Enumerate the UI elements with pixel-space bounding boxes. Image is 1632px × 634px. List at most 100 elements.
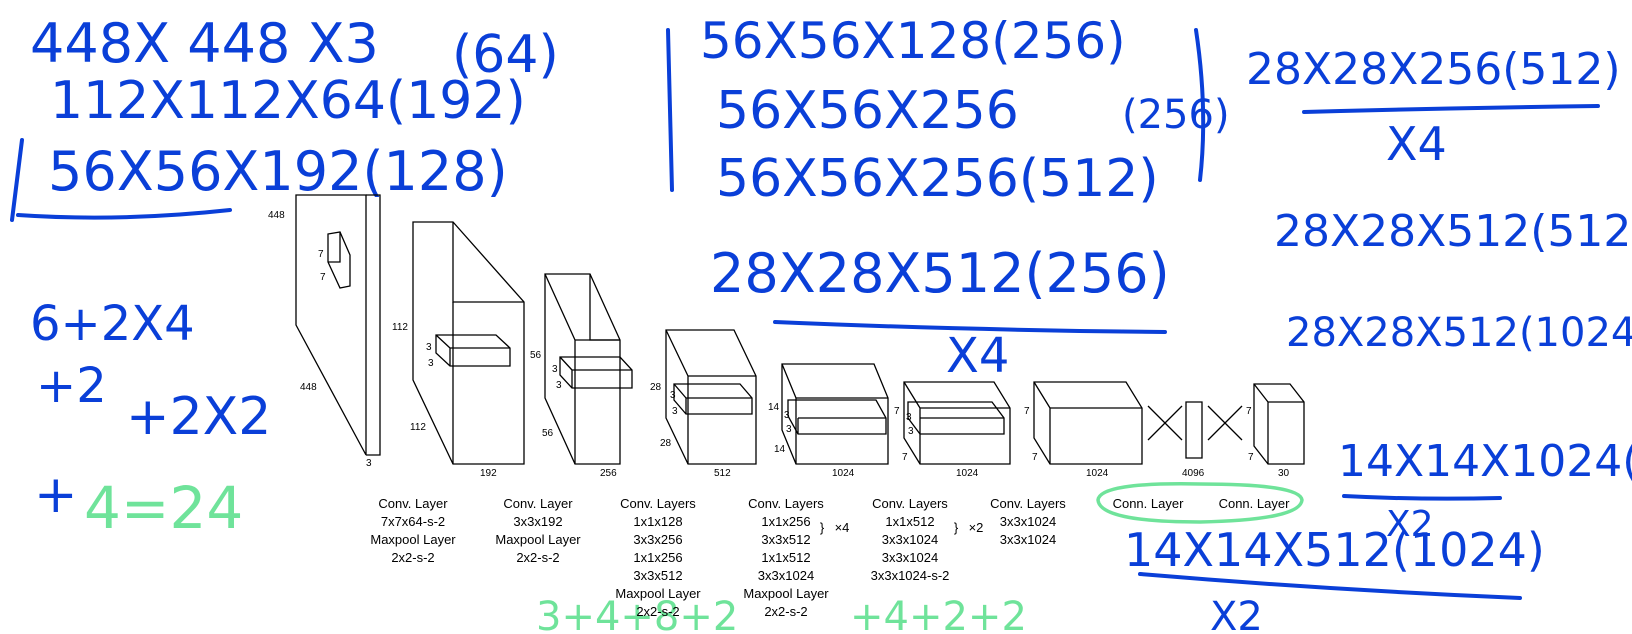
caption-3-line-2: 1x1x128	[633, 514, 682, 529]
note-bottom-sum-2: +4+2+2	[850, 594, 1027, 634]
caption-5-line-5: 3x3x1024-s-2	[871, 568, 950, 583]
kernel-7a: 7	[318, 249, 324, 260]
note-input-size: 448X 448 X3	[30, 12, 379, 75]
note-filters-256: (256)	[1122, 92, 1230, 138]
conv-block-112: 112 112 192 3 3	[392, 221, 525, 479]
handwritten-notes-middle: 56X56X128(256) 56X56X256 (256) 56X56X256…	[700, 12, 1230, 384]
caption-block-6: Conv. Layers 3x3x1024 3x3x1024	[990, 496, 1066, 547]
output-block: 7 7 30	[1246, 383, 1305, 479]
fc-connections: 4096	[1147, 401, 1243, 479]
note-layer-14x1024: 14X14X1024(512)	[1338, 436, 1632, 487]
note-layer-28x512: 28X28X512(256)	[710, 242, 1170, 305]
handwritten-notes-left: 448X 448 X3 (64) 112X112X64(192) 56X56X1…	[10, 12, 674, 542]
dim-7f: 7	[1248, 452, 1254, 463]
caption-block-2: Conv. Layer 3x3x192 Maxpool Layer 2x2-s-…	[495, 496, 581, 565]
kernel-3i: 3	[906, 412, 912, 423]
caption-5-line-4: 3x3x1024	[882, 550, 938, 565]
note-sum-plus: +	[34, 465, 78, 525]
layer-captions: Conv. Layer 7x7x64-s-2 Maxpool Layer 2x2…	[370, 482, 1304, 619]
kernel-3h: 3	[786, 424, 792, 435]
caption-5-line-3: 3x3x1024	[882, 532, 938, 547]
dim-7a: 7	[894, 406, 900, 417]
caption-1-line-1: Conv. Layer	[378, 496, 448, 511]
caption-6-line-1: Conv. Layers	[990, 496, 1066, 511]
dim-56-top: 56	[530, 350, 542, 361]
caption-block-4: Conv. Layers 1x1x256 3x3x512 1x1x512 3x3…	[743, 496, 849, 619]
conv-block-7a: 7 7 1024 3 3	[894, 381, 1011, 479]
note-filters-64: (64)	[452, 25, 559, 85]
caption-3-line-7: 2x2-s-2	[636, 604, 679, 619]
kernel-3b: 3	[428, 358, 434, 369]
handwritten-notes-bottom: 3+4+8+2 +4+2+2	[536, 594, 1027, 634]
dim-1024b: 1024	[956, 468, 979, 479]
note-repeat-x2-b: X2	[1210, 594, 1263, 634]
note-layer-28x512b: 28X28X512(1024)	[1286, 310, 1632, 356]
dim-14-side: 14	[774, 444, 786, 455]
kernel-3f: 3	[672, 406, 678, 417]
input-block: 448 448 3 7 7	[268, 194, 381, 469]
conv-block-7b: 7 7 1024	[1024, 381, 1143, 479]
kernel-7b: 7	[320, 272, 326, 283]
note-layer-56x256b: 56X56X256(512)	[716, 149, 1159, 209]
caption-1-line-2: 7x7x64-s-2	[381, 514, 445, 529]
dim-7e: 7	[1246, 406, 1252, 417]
caption-3-line-5: 3x3x512	[633, 568, 682, 583]
note-sum-line-2: +2	[36, 358, 107, 414]
conv-block-14: 14 14 1024 3 3	[768, 363, 889, 479]
note-layer-14x512: 14X14X512(1024)	[1124, 523, 1545, 577]
caption-4-line-6: Maxpool Layer	[743, 586, 829, 601]
caption-2-line-1: Conv. Layer	[503, 496, 573, 511]
caption-1-line-3: Maxpool Layer	[370, 532, 456, 547]
caption-8-line-1: Conn. Layer	[1219, 496, 1290, 511]
note-repeat-x2-a: X2	[1386, 504, 1434, 545]
caption-5-brace: }	[954, 520, 959, 535]
note-sum-total: 4=24	[84, 474, 243, 542]
caption-4-line-5: 3x3x1024	[758, 568, 814, 583]
dim-28-side: 28	[660, 438, 672, 449]
note-divider-middle	[1194, 28, 1206, 182]
note-layer-28x256: 28X28X256(512)	[1246, 44, 1621, 95]
note-layer-28x512a: 28X28X512(512)	[1274, 206, 1632, 257]
note-sum-line-3: +2X2	[126, 387, 271, 447]
dim-448-top: 448	[268, 210, 285, 221]
dim-14-top: 14	[768, 402, 780, 413]
dim-4096: 4096	[1182, 468, 1205, 479]
caption-2-line-2: 3x3x192	[513, 514, 562, 529]
note-divider-left	[666, 28, 674, 192]
note-underline-left	[16, 208, 232, 220]
dim-1024c: 1024	[1086, 468, 1109, 479]
note-bottom-sum-1: 3+4+8+2	[536, 594, 738, 634]
green-highlight-ellipse	[1096, 482, 1304, 524]
dim-112-side: 112	[410, 422, 426, 433]
dim-7b: 7	[902, 452, 908, 463]
caption-1-line-4: 2x2-s-2	[391, 550, 434, 565]
conv-block-56: 56 56 256 3 3	[530, 273, 633, 479]
yolo-architecture-diagram: 448 448 3 7 7 112 112 192 3 3 56	[268, 194, 1305, 619]
caption-block-5: Conv. Layers 1x1x512 3x3x1024 3x3x1024 3…	[871, 496, 984, 583]
dim-1024a: 1024	[832, 468, 855, 479]
note-layer-112: 112X112X64(192)	[50, 71, 526, 131]
note-layer-56x128: 56X56X128(256)	[700, 12, 1126, 70]
kernel-3a: 3	[426, 342, 432, 353]
note-underline-r5	[1342, 494, 1502, 501]
note-repeat-x4-right: X4	[1386, 117, 1447, 171]
caption-3-line-1: Conv. Layers	[620, 496, 696, 511]
caption-block-3: Conv. Layers 1x1x128 3x3x256 1x1x256 3x3…	[615, 496, 701, 619]
caption-4-line-3: 3x3x512	[761, 532, 810, 547]
kernel-3e: 3	[670, 390, 676, 401]
caption-2-line-4: 2x2-s-2	[516, 550, 559, 565]
dim-448-side: 448	[300, 382, 317, 393]
caption-7-line-1: Conn. Layer	[1113, 496, 1184, 511]
caption-4-line-2: 1x1x256	[761, 514, 810, 529]
caption-4-line-7: 2x2-s-2	[764, 604, 807, 619]
note-layer-56: 56X56X192(128)	[48, 140, 508, 203]
caption-4-line-1: Conv. Layers	[748, 496, 824, 511]
caption-3-line-6: Maxpool Layer	[615, 586, 701, 601]
note-underline-r7	[1138, 572, 1522, 600]
dim-30: 30	[1278, 468, 1290, 479]
dim-192: 192	[480, 468, 497, 479]
kernel-3j: 3	[908, 426, 914, 437]
caption-4-brace: }	[820, 520, 825, 535]
dim-7c: 7	[1024, 406, 1030, 417]
